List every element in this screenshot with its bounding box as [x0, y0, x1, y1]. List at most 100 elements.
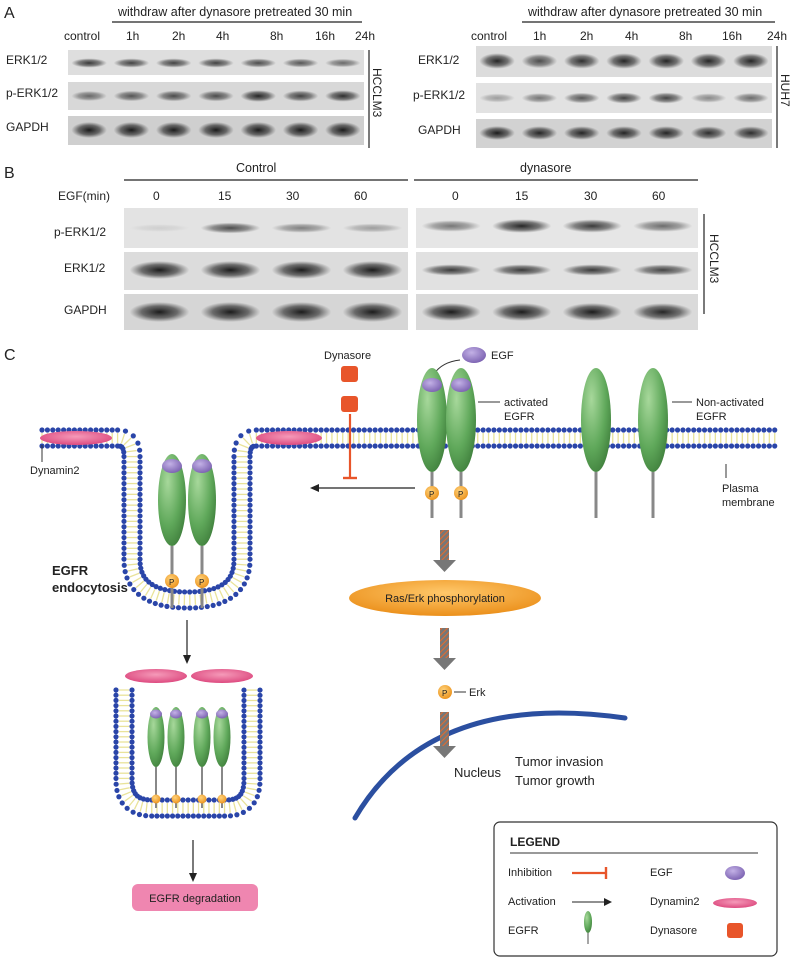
- blot-band: [521, 93, 558, 103]
- egf-ligand: [192, 459, 212, 473]
- blot-strip: [416, 294, 698, 330]
- legend: LEGEND Inhibition Activation EGFR EGF Dy…: [493, 821, 778, 957]
- blot-band: [492, 303, 552, 321]
- plasma-membrane-label: membrane: [722, 497, 775, 509]
- plasma-membrane: [39, 427, 778, 611]
- blot-band: [479, 93, 515, 103]
- panel-a-left-header: withdraw after dynasore pretreated 30 mi…: [117, 5, 352, 19]
- arrow-head: [189, 873, 197, 882]
- panel-a-left-time: 24h: [355, 29, 375, 43]
- blot-band: [733, 53, 769, 69]
- signal-arrow: [433, 712, 456, 758]
- endocytic-vesicle: [113, 687, 263, 819]
- blot-row-label: ERK1/2: [6, 53, 48, 67]
- blot-strip: [416, 208, 698, 248]
- blot-band: [325, 58, 361, 68]
- vesicle-egfr: [147, 707, 231, 808]
- tumor-invasion-label: Tumor invasion: [515, 754, 603, 769]
- activated-egfr-label: EGFR: [504, 411, 535, 423]
- erk-label: Erk: [469, 687, 486, 699]
- dynasore-label: Dynasore: [324, 350, 371, 362]
- blot-band: [633, 220, 693, 232]
- egf-time: 30: [584, 189, 598, 203]
- panel-a-right-header: withdraw after dynasore pretreated 30 mi…: [527, 5, 762, 19]
- blot-band: [155, 90, 192, 102]
- phospho-erk-p: [438, 685, 452, 699]
- egf-time: 60: [652, 189, 666, 203]
- blot-band: [562, 303, 622, 321]
- blot-band: [71, 58, 107, 68]
- panel-a-right-time: 8h: [679, 29, 692, 43]
- blot-band: [479, 53, 515, 69]
- blot-band: [492, 219, 552, 233]
- egf-ligand: [462, 347, 486, 363]
- signal-arrow: [433, 530, 456, 572]
- phospho-label: P: [199, 578, 204, 587]
- panel-a-left-time: 2h: [172, 29, 185, 43]
- signal-arrow: [433, 628, 456, 670]
- blot-band: [342, 223, 403, 233]
- panel-a-right-time: 16h: [722, 29, 742, 43]
- blot-row-label: GAPDH: [418, 123, 461, 137]
- blot-band: [421, 303, 481, 321]
- phospho-label: P: [442, 689, 447, 698]
- blot-band: [421, 264, 481, 276]
- nonactivated-egfr-label: Non-activated: [696, 397, 764, 409]
- legend-dynasore: Dynasore: [650, 925, 697, 937]
- dynasore-molecule: [341, 366, 358, 382]
- blot-band: [113, 122, 150, 138]
- egf-label: EGF: [491, 350, 514, 362]
- blot-strip: [124, 294, 408, 330]
- blot-band: [733, 126, 769, 140]
- blot-row-label: p-ERK1/2: [6, 86, 58, 100]
- nuclear-envelope: [352, 710, 628, 821]
- panel-b-letter: B: [4, 165, 15, 182]
- blot-band: [492, 264, 552, 276]
- egf-time: 0: [452, 189, 459, 203]
- internalizing-egfr: P P: [158, 454, 216, 608]
- blot-band: [240, 122, 277, 138]
- egf-min-label: EGF(min): [58, 189, 110, 203]
- egf-ligand: [451, 378, 471, 392]
- blot-band: [690, 53, 727, 69]
- blot-band: [421, 220, 481, 232]
- blot-strip: [416, 252, 698, 290]
- egf-time: 0: [153, 189, 160, 203]
- cell-line-label: HCCLM3: [707, 234, 721, 284]
- ras-erk-ellipse: [349, 580, 541, 616]
- panel-a-letter: A: [4, 5, 15, 22]
- group-label-control: Control: [236, 161, 276, 175]
- blot-row-label: p-ERK1/2: [413, 88, 465, 102]
- cell-line-label: HCCLM3: [370, 68, 384, 118]
- phospho-label: P: [169, 578, 174, 587]
- blot-band: [113, 58, 150, 68]
- blot-band: [129, 224, 190, 232]
- dynamin2-vesicle: [125, 669, 187, 683]
- endocytosis-label: endocytosis: [52, 580, 128, 595]
- legend-activation: Activation: [508, 896, 556, 908]
- blot-band: [563, 92, 600, 104]
- blot-band: [200, 302, 261, 322]
- blot-band: [200, 222, 261, 234]
- legend-title: LEGEND: [510, 835, 560, 849]
- dynamin2-label: Dynamin2: [30, 465, 80, 477]
- egf-time: 30: [286, 189, 300, 203]
- blot-band: [282, 122, 319, 138]
- blot-band: [282, 58, 319, 68]
- egf-time: 15: [515, 189, 529, 203]
- nonactivated-egfr: [581, 368, 668, 518]
- activated-egfr: P P: [417, 368, 476, 518]
- degradation-box: [132, 884, 258, 911]
- panel-a-left-time: 4h: [216, 29, 229, 43]
- panel-a-left-time: 8h: [270, 29, 283, 43]
- blot-band: [271, 302, 332, 322]
- blot-band: [129, 261, 190, 279]
- blot-strip: [124, 208, 408, 248]
- cell-line-label: HUH7: [778, 74, 792, 107]
- panel-a-right-control: control: [471, 29, 507, 43]
- blot-strip: [476, 46, 772, 77]
- panel-b: Control dynasore EGF(min) 0 15 30 60 0 1…: [54, 161, 721, 330]
- blot-band: [271, 261, 332, 279]
- legend-dynamin2: Dynamin2: [650, 896, 700, 908]
